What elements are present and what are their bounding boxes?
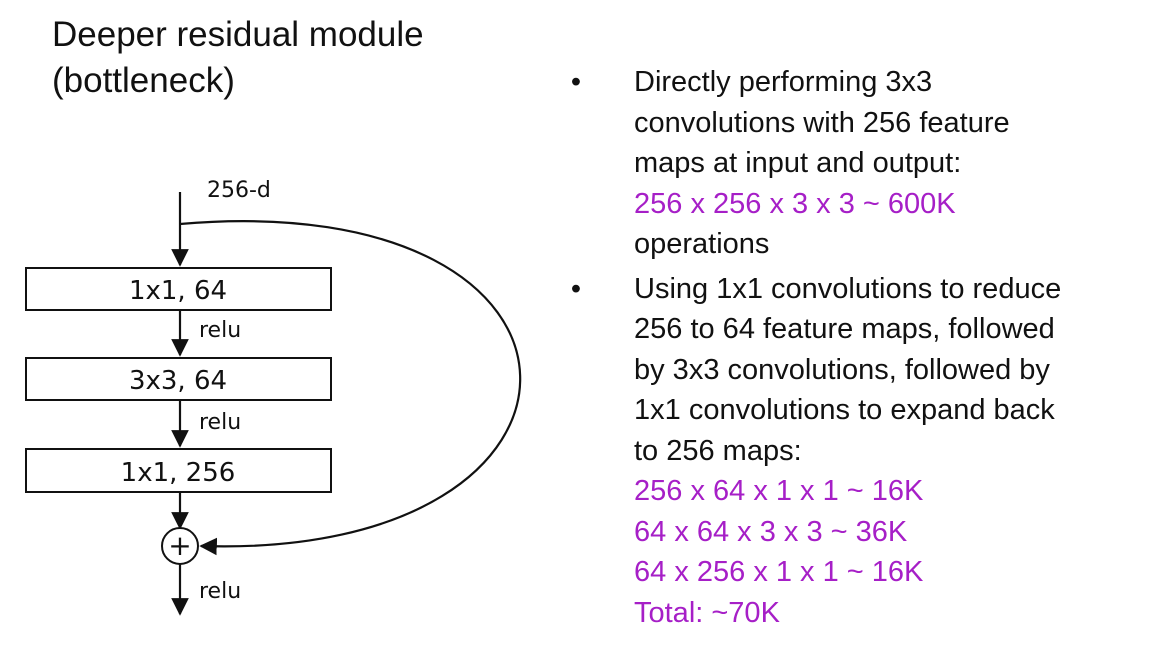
input-dimension-label: 256-d (207, 178, 271, 203)
relu-label-1: relu (199, 318, 241, 343)
conv-block-1x1-64 (25, 267, 332, 311)
bullet-1-line-1: Directly performing 3x3 (634, 66, 933, 98)
bullet-marker: • (570, 66, 582, 98)
bullet-2-line-5: to 256 maps: (634, 434, 802, 467)
bullet-2-cost-2: 64 x 64 x 3 x 3 ~ 36K (634, 515, 908, 548)
relu-label-2: relu (199, 410, 241, 435)
bottleneck-diagram: 256-d 1x1, 64 relu 3x3, 64 relu 1x1, 256… (25, 178, 522, 616)
bullet-bottleneck: • Using 1x1 convolutions to reduce 256 t… (566, 269, 1166, 634)
bullet-2-cost-1: 256 x 64 x 1 x 1 ~ 16K (634, 475, 924, 507)
shortcut-connection (179, 220, 522, 556)
bullet-marker: • (570, 272, 582, 305)
bullet-2-line-1: Using 1x1 convolutions to reduce (634, 272, 1062, 305)
conv-block-3x3-64 (25, 357, 332, 401)
bullet-2-line-4: 1x1 convolutions to expand back (634, 394, 1055, 426)
conv-block-2-label: 3x3, 64 (129, 366, 227, 396)
relu-label-3: relu (199, 579, 241, 604)
conv-block-1-label: 1x1, 64 (129, 276, 227, 306)
bullet-2-line-2: 256 to 64 feature maps, followed (634, 313, 1055, 345)
plus-icon: + (168, 529, 191, 562)
bullet-2-cost-3: 64 x 256 x 1 x 1 ~ 16K (634, 556, 924, 588)
bullet-1-cost: 256 x 256 x 3 x 3 ~ 600K (634, 187, 956, 220)
title-line-2: (bottleneck) (52, 61, 235, 100)
conv-block-1x1-256 (25, 448, 332, 493)
bullet-2-line-3: by 3x3 convolutions, followed by (634, 353, 1050, 386)
title-line-1: Deeper residual module (52, 15, 424, 54)
bullet-1-line-3: maps at input and output: (634, 147, 962, 179)
bullet-1-line-2: convolutions with 256 feature (634, 106, 1010, 139)
bullet-2-total: Total: ~70K (634, 596, 780, 629)
bullet-direct-conv: • Directly performing 3x3 convolutions w… (566, 62, 1166, 265)
explanation-bullets: • Directly performing 3x3 convolutions w… (566, 62, 1166, 633)
bullet-1-tail: operations (634, 228, 770, 260)
slide-title: Deeper residual module (bottleneck) (52, 12, 424, 104)
conv-block-3-label: 1x1, 256 (121, 458, 236, 488)
